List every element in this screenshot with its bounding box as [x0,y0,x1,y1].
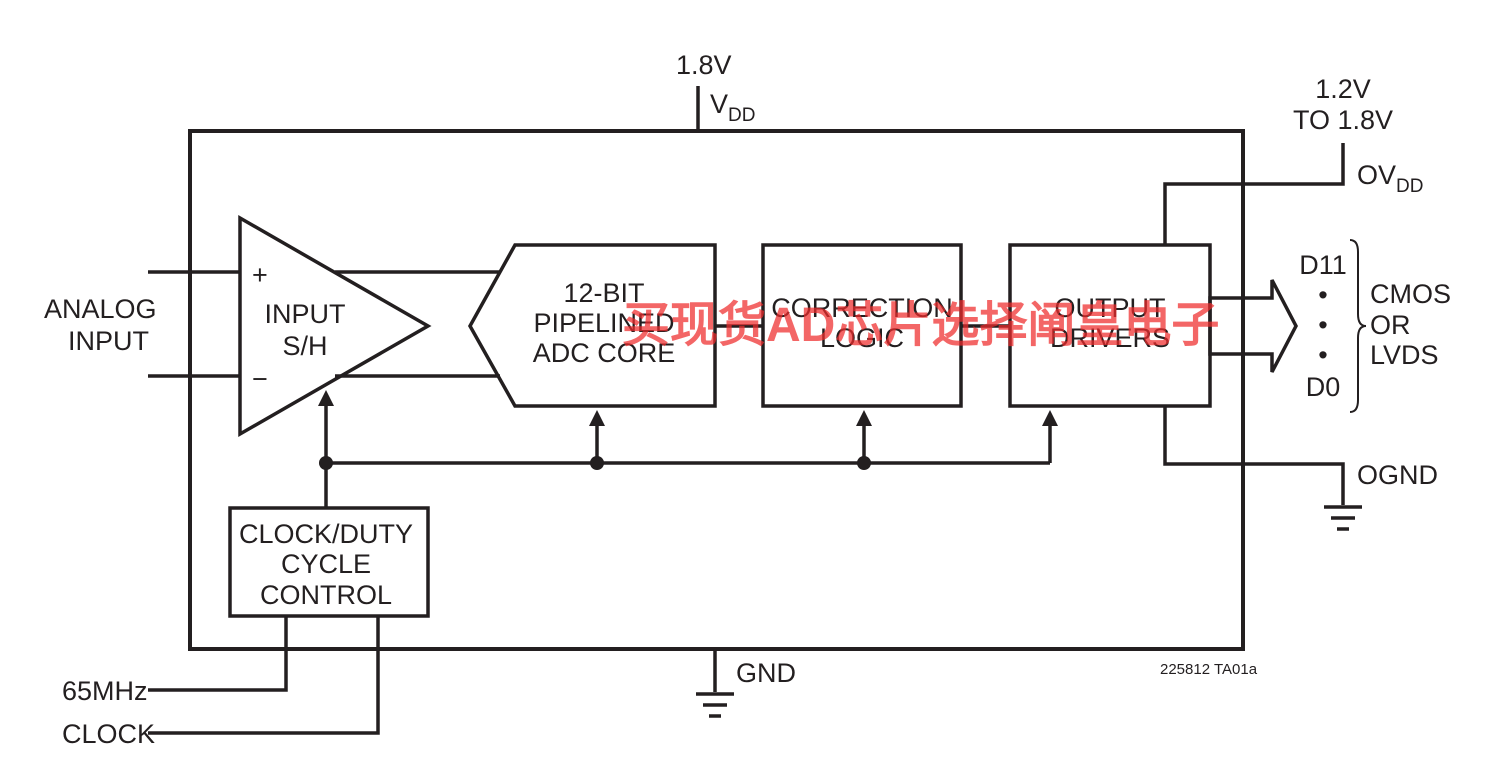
minus-sign: − [252,364,268,394]
clock-control-label-2: CYCLE [281,549,371,579]
clock-input-line-1 [148,616,288,692]
junction-dot-1 [319,456,333,470]
output-bus-arrow-icon [1208,279,1298,373]
correction-label-1: CORRECTION [771,293,953,323]
junction-dot-3 [857,456,871,470]
clock-control-label-3: CONTROL [260,580,392,610]
junction-dot-2 [590,456,604,470]
gnd-label: GND [736,658,796,688]
figure-id: 225812 TA01a [1160,661,1258,678]
correction-label-2: LOGIC [820,323,904,353]
output-brace-icon [1349,239,1367,413]
dot-3: • [1318,340,1327,370]
ovdd-voltage-label-2: TO 1.8V [1293,105,1393,135]
drivers-label-2: DRIVERS [1050,323,1170,353]
adc-label-1: 12-BIT [563,278,644,308]
ovdd-line [1163,143,1345,245]
clock-label: CLOCK [62,719,155,749]
clock-arrow-adc-icon [589,410,605,426]
adc-label-2: PIPELINED [533,308,674,338]
watermark-text: 买现货AD芯片选择阐皇电子 [622,299,1219,352]
drivers-label-1: OUTPUT [1055,293,1166,323]
clock-arrow-correction-icon [856,410,872,426]
vdd-label: VDD [710,89,755,126]
output-mode-3: LVDS [1370,340,1439,370]
gnd-symbol-icon [696,692,734,718]
output-mode-1: CMOS [1370,279,1451,309]
adc-core-block [467,243,717,408]
d11-label: D11 [1299,250,1347,280]
output-mode-2: OR [1370,310,1411,340]
input-sh-amplifier [238,214,432,438]
dot-2: • [1318,310,1327,340]
vdd-voltage-label: 1.8V [676,50,732,80]
clock-input-line-2 [148,616,380,735]
ovdd-label: OVDD [1357,160,1423,197]
adc-label-3: ADC CORE [533,338,676,368]
ognd-symbol-icon [1324,505,1362,531]
clock-control-label-1: CLOCK/DUTY [239,519,413,549]
dot-1: • [1318,280,1327,310]
clock-control-block [228,506,430,618]
clock-arrow-sh-icon [318,390,334,406]
plus-sign: + [252,260,268,290]
analog-input-label-1: ANALOG [44,294,157,324]
ognd-line [1163,406,1345,505]
clock-arrow-drivers-icon [1042,410,1058,426]
sh-label-2: S/H [282,331,327,361]
analog-input-label-2: INPUT [68,326,149,356]
clock-freq-label: 65MHz [62,676,148,706]
sh-label-1: INPUT [265,299,346,329]
d0-label: D0 [1306,372,1341,402]
ovdd-voltage-label-1: 1.2V [1315,74,1371,104]
ognd-label: OGND [1357,460,1438,490]
